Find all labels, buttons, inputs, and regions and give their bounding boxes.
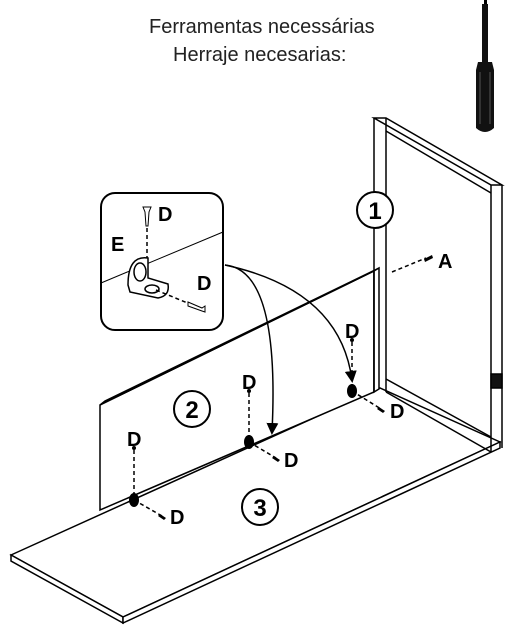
hardware-label-d: D [127,429,141,451]
bracket-marks [129,384,357,507]
hardware-label-d: D [284,450,298,472]
detail-arrows [224,264,357,435]
screwdriver-icon [476,0,494,132]
side-panel-1 [371,117,505,453]
svg-text:2: 2 [185,397,198,424]
hardware-label-d: D [170,507,184,529]
detail-label-d-side: D [197,273,211,295]
hardware-label-d: D [390,401,404,423]
detail-label-e: E [111,234,124,256]
panel-number-2: 2 [173,390,211,428]
hardware-label-a: A [438,251,452,273]
hardware-label-d: D [242,372,256,394]
svg-text:3: 3 [253,495,266,522]
panel-number-1: 1 [356,191,394,229]
tools-required-title-pt: Ferramentas necessárias [149,16,375,38]
svg-text:1: 1 [368,198,381,225]
detail-inset [100,192,224,331]
screw-icons [132,255,433,520]
hardware-label-d: D [345,321,359,343]
detail-label-d-top: D [158,204,172,226]
tools-required-title-es: Herraje necesarias: [173,44,347,66]
panel-number-3: 3 [241,488,279,526]
